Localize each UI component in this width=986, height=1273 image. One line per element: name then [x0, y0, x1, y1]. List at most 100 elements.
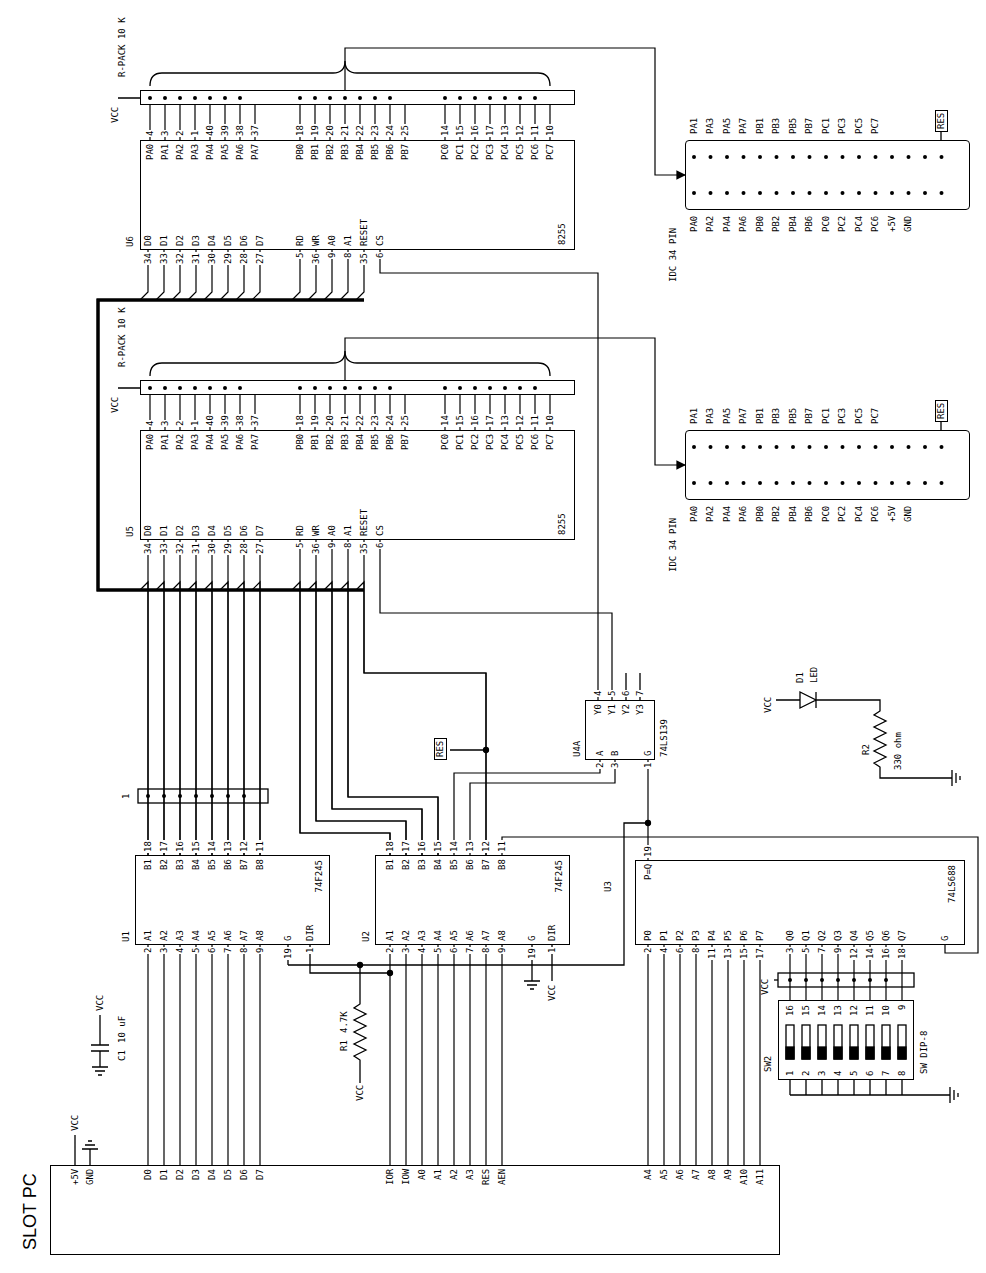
pin-number: 13: [500, 414, 511, 427]
pin-number: 14: [440, 414, 451, 427]
pin-name: PB2: [325, 434, 336, 450]
pin-name: A2: [159, 930, 170, 941]
pin-number: 21: [340, 414, 351, 427]
connector-pin-name: PB1: [755, 408, 766, 424]
wire: [243, 945, 244, 1165]
pin-name: PC6: [530, 434, 541, 450]
component-label: 10 uF: [117, 1016, 128, 1043]
wire: [332, 540, 422, 855]
pin-number: 18: [897, 947, 908, 960]
pin-name: D0: [143, 1169, 154, 1180]
wire: [453, 945, 454, 1165]
pin-name: D0: [143, 525, 154, 536]
pin-number: 13: [465, 840, 476, 853]
pin-name: PC0: [440, 434, 451, 450]
wire: [727, 945, 728, 1165]
wire: [308, 582, 406, 855]
wire: [324, 582, 422, 855]
connector-pin-name: PC3: [837, 408, 848, 424]
wire: [345, 338, 685, 465]
connector-pin-name: PC6: [870, 506, 881, 522]
pin-number: 35: [359, 542, 370, 555]
pin-name: Y3: [635, 704, 646, 715]
pin-number: 3: [401, 947, 412, 954]
ground-symbol: [790, 1080, 958, 1103]
pin-number: 7: [465, 947, 476, 954]
pin-name: A6: [675, 1169, 686, 1180]
pin-name: PB7: [400, 434, 411, 450]
pin-name: B2: [401, 859, 412, 870]
pin-number: 34: [143, 542, 154, 555]
pin-number: 12: [849, 947, 860, 960]
part-number: 74F245: [554, 860, 565, 893]
pin-name: PB0: [295, 144, 306, 160]
pin-name: A0: [417, 1169, 428, 1180]
pin-name: PC2: [470, 434, 481, 450]
pin-number: 12: [515, 124, 526, 137]
pin-number: 6: [375, 252, 386, 259]
wire: [227, 945, 228, 1165]
component-label: R2: [861, 744, 872, 755]
resistor-pack: [778, 973, 914, 987]
connector-pin-name: PC1: [821, 408, 832, 424]
pin-name: PA2: [175, 144, 186, 160]
wire: [147, 945, 148, 1165]
pin-name: WR: [311, 235, 322, 246]
wire: [380, 250, 598, 700]
pin-number: 32: [175, 252, 186, 265]
connector-pin-name: PC5: [854, 408, 865, 424]
power-wire: [75, 1135, 98, 1165]
pin-name: B3: [417, 859, 428, 870]
pin-name: PB3: [340, 144, 351, 160]
pin-name: A7: [691, 1169, 702, 1180]
pin-name: A7: [481, 930, 492, 941]
pin-name: D4: [207, 1169, 218, 1180]
pin-number: 8: [239, 947, 250, 954]
wire-bundle: [345, 338, 685, 465]
wire: [316, 540, 406, 855]
pin-name: A0: [327, 235, 338, 246]
pin-number: 9: [497, 947, 508, 954]
connector-pin-name: PA4: [722, 216, 733, 232]
pin-name: PA0: [145, 144, 156, 160]
pin-number: 20: [325, 414, 336, 427]
wire: [156, 582, 164, 855]
part-designator: U6: [125, 236, 136, 247]
pin-name: Q5: [865, 930, 876, 941]
pin-name: PC2: [470, 144, 481, 160]
pin-name: A1: [385, 930, 396, 941]
pin-name: B6: [465, 859, 476, 870]
pin-name: PB1: [310, 144, 321, 160]
wire: [163, 945, 164, 1165]
pin-number: 7: [635, 690, 646, 697]
resistor-symbol: [354, 965, 366, 1083]
pin-number: 19: [527, 947, 538, 960]
pack-pins: [790, 978, 902, 982]
pin-number: 16: [785, 1005, 796, 1016]
part-designator: U5: [125, 526, 136, 537]
pin-name: PA7: [250, 434, 261, 450]
idc-header: IDC 34 PIN: [685, 140, 970, 210]
pin-number: 17: [401, 840, 412, 853]
capacitor-symbol: [91, 1015, 109, 1075]
pin-number: 6: [621, 690, 632, 697]
pin-number: 13: [223, 840, 234, 853]
pin-name: Q1: [801, 930, 812, 941]
pin-number: 20: [325, 124, 336, 137]
pin-name: CS: [375, 235, 386, 246]
wire: [380, 540, 612, 700]
part-designator: U2: [361, 931, 372, 942]
pin-number: 2: [143, 947, 154, 954]
pin-name: A: [595, 751, 606, 756]
led-circuit: [776, 692, 960, 786]
pin-number: 40: [205, 124, 216, 137]
part-designator: IDC 34 PIN: [668, 518, 679, 572]
pin-name: D7: [255, 1169, 266, 1180]
pin-name: PB6: [385, 434, 396, 450]
connector-pin-name: PA7: [738, 118, 749, 134]
pin-name: B7: [239, 859, 250, 870]
pin-name: PB7: [400, 144, 411, 160]
component-label: 330 ohm: [893, 732, 904, 770]
pin-number: 11: [865, 1005, 876, 1016]
